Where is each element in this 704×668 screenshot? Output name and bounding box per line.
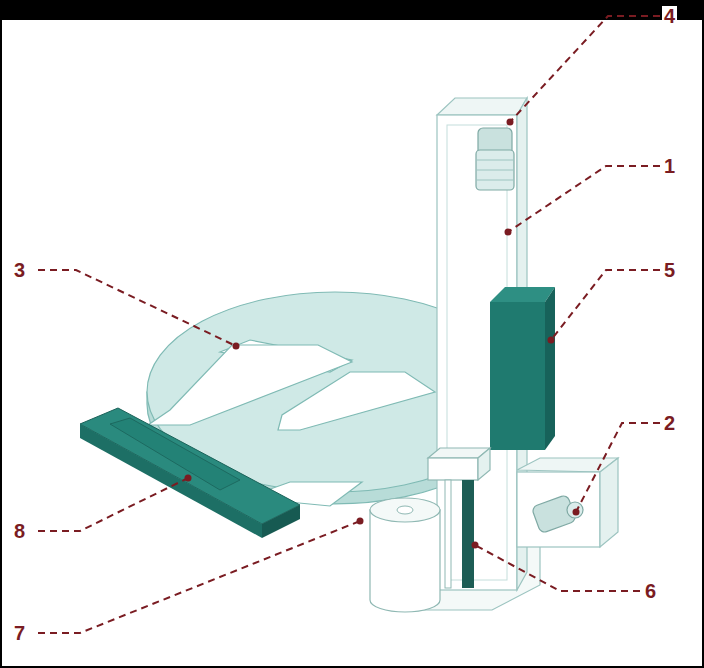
callout-number: 3	[12, 260, 27, 280]
callout-number: 5	[662, 260, 677, 280]
base-foot	[517, 458, 618, 547]
film-carriage	[428, 448, 490, 588]
top-bar	[0, 0, 704, 20]
column-motor	[476, 128, 514, 190]
leader-line	[475, 545, 640, 591]
leader-lines	[38, 16, 660, 633]
ramp	[80, 408, 300, 538]
leader-line	[510, 16, 660, 122]
leader-line	[38, 521, 360, 633]
callout-number: 7	[12, 623, 27, 643]
leader-line	[551, 270, 660, 340]
control-box	[490, 287, 555, 450]
leader-line	[576, 423, 660, 512]
callout-number: 8	[12, 521, 27, 541]
film-roll	[370, 498, 440, 612]
callout-number: 1	[662, 156, 677, 176]
callout-number: 6	[643, 581, 658, 601]
leader-line	[508, 166, 660, 232]
leader-dots	[185, 119, 580, 549]
callout-number: 4	[662, 6, 677, 26]
leader-line	[38, 270, 236, 346]
leader-line	[38, 478, 188, 531]
callout-number: 2	[662, 413, 677, 433]
